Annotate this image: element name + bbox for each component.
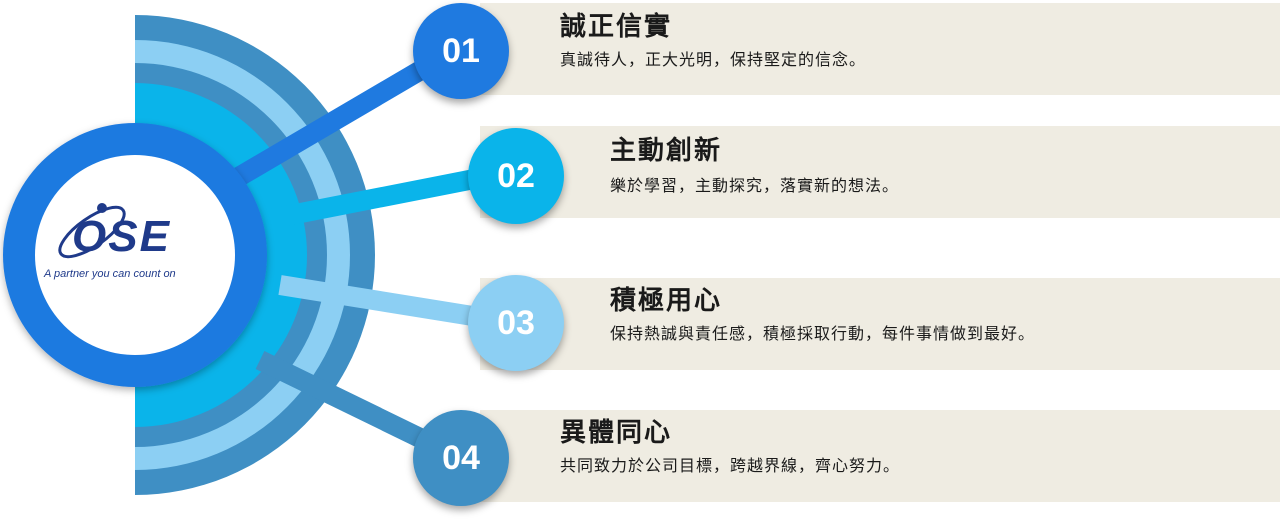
value-panel-02 <box>480 126 1280 218</box>
number-badge-02: 02 <box>468 128 564 224</box>
value-desc-01: 真誠待人，正大光明，保持堅定的信念。 <box>560 50 867 69</box>
number-badge-01: 01 <box>413 3 509 99</box>
value-desc-02: 樂於學習，主動探究，落實新的想法。 <box>610 176 900 195</box>
value-title-04: 異體同心 <box>560 418 673 448</box>
value-panel-01 <box>480 3 1280 95</box>
value-desc-04: 共同致力於公司目標，跨越界線，齊心努力。 <box>560 456 901 475</box>
value-title-03: 積極用心 <box>610 286 723 316</box>
logo-tagline: A partner you can count on <box>44 268 176 280</box>
value-title-02: 主動創新 <box>610 136 723 166</box>
number-badge-03: 03 <box>468 275 564 371</box>
number-badge-04: 04 <box>413 410 509 506</box>
logo-brand: OSE <box>72 212 171 261</box>
value-desc-03: 保持熱誠與責任感，積極採取行動，每件事情做到最好。 <box>610 324 1036 343</box>
hub-inner <box>35 155 235 355</box>
connector-01 <box>219 41 461 194</box>
value-panel-04 <box>480 410 1280 502</box>
logo-orbit-icon <box>58 203 126 259</box>
value-title-01: 誠正信實 <box>560 12 673 42</box>
value-panel-03 <box>480 278 1280 370</box>
